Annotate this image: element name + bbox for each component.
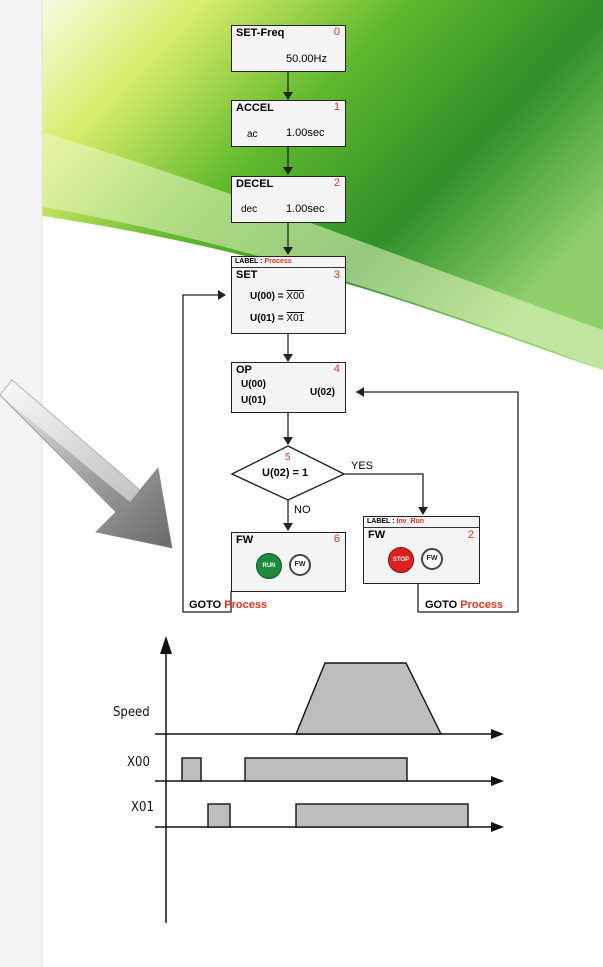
x00-pulse-1 <box>181 757 202 782</box>
label-prefix: LABEL : <box>367 518 397 525</box>
goto-target: Process <box>460 599 504 611</box>
freq-value: 50.00Hz <box>286 53 327 65</box>
x00-pulse-2 <box>244 757 408 782</box>
y-axis-arrowhead <box>160 636 172 654</box>
fw-run-block[interactable]: FW 6 RUN FW <box>231 532 346 592</box>
timing-label-x01: X01 <box>131 800 154 815</box>
block-title: SET-Freq <box>236 27 285 39</box>
speed-trapezoid <box>294 662 443 735</box>
decision-no-label: NO <box>294 504 311 516</box>
block-number: 1 <box>333 101 340 113</box>
forward-icon: FW <box>421 548 443 570</box>
decision-diamond <box>230 445 346 501</box>
op-block[interactable]: OP 4 U(00) U(01) U(02) <box>231 362 346 413</box>
accel-block[interactable]: ACCEL 1 ac 1.00sec <box>231 100 346 147</box>
label-name: Inv_Run <box>396 518 425 525</box>
block-number: 0 <box>333 26 340 38</box>
timing-label-x00: X00 <box>127 755 150 770</box>
block-number: 4 <box>333 363 340 375</box>
block-number: 3 <box>333 269 340 281</box>
block-title: SET <box>236 269 258 281</box>
set-rhs: X01 <box>286 313 305 324</box>
goto-target: Process <box>224 599 268 611</box>
set-rhs: X00 <box>286 291 305 302</box>
op-output: U(02) <box>310 387 336 398</box>
timing-label-speed: Speed <box>113 705 150 720</box>
set-lhs: U(00) = <box>250 291 287 302</box>
op-input-1: U(00) <box>241 379 267 390</box>
block-label: LABEL : Inv_Run <box>364 517 479 528</box>
set-line-1: U(00) = X00 <box>250 291 304 302</box>
decel-value: 1.00sec <box>286 203 325 215</box>
x01-pulse-1 <box>207 803 231 828</box>
forward-icon: FW <box>289 554 311 576</box>
decel-block[interactable]: DECEL 2 dec 1.00sec <box>231 176 346 223</box>
x01-pulse-2 <box>295 803 469 828</box>
block-title: FW <box>236 534 254 546</box>
decision-number: 5 <box>285 452 291 463</box>
block-label: LABEL : Process <box>232 257 345 268</box>
block-title: DECEL <box>236 178 274 190</box>
goto-prefix: GOTO <box>425 599 461 611</box>
decorative-arrow-icon <box>0 379 173 549</box>
block-title: ACCEL <box>236 102 274 114</box>
decel-icon-label: dec <box>241 204 258 215</box>
set-block[interactable]: LABEL : Process SET 3 U(00) = X00 U(01) … <box>231 256 346 334</box>
accel-value: 1.00sec <box>286 127 325 139</box>
label-name: Process <box>264 258 292 265</box>
decision-condition: U(02) = 1 <box>262 467 309 479</box>
goto-prefix: GOTO <box>189 599 225 611</box>
op-input-2: U(01) <box>241 395 267 406</box>
block-title: OP <box>236 364 252 376</box>
accel-icon-label: ac <box>247 129 258 140</box>
set-lhs: U(01) = <box>250 313 287 324</box>
block-number: 2 <box>333 177 340 189</box>
block-title: FW <box>368 529 386 541</box>
decision-yes-label: YES <box>351 460 374 472</box>
block-number: 6 <box>333 533 340 545</box>
goto-left: GOTO Process <box>189 599 267 611</box>
set-freq-block[interactable]: SET-Freq 0 50.00Hz <box>231 25 346 72</box>
label-prefix: LABEL : <box>235 258 265 265</box>
goto-right: GOTO Process <box>425 599 503 611</box>
fw-stop-block[interactable]: LABEL : Inv_Run FW 2 STOP FW <box>363 516 480 584</box>
block-number: 2 <box>467 529 474 541</box>
stop-button-icon: STOP <box>388 547 414 573</box>
set-line-2: U(01) = X01 <box>250 313 304 324</box>
run-button-icon: RUN <box>256 553 282 579</box>
